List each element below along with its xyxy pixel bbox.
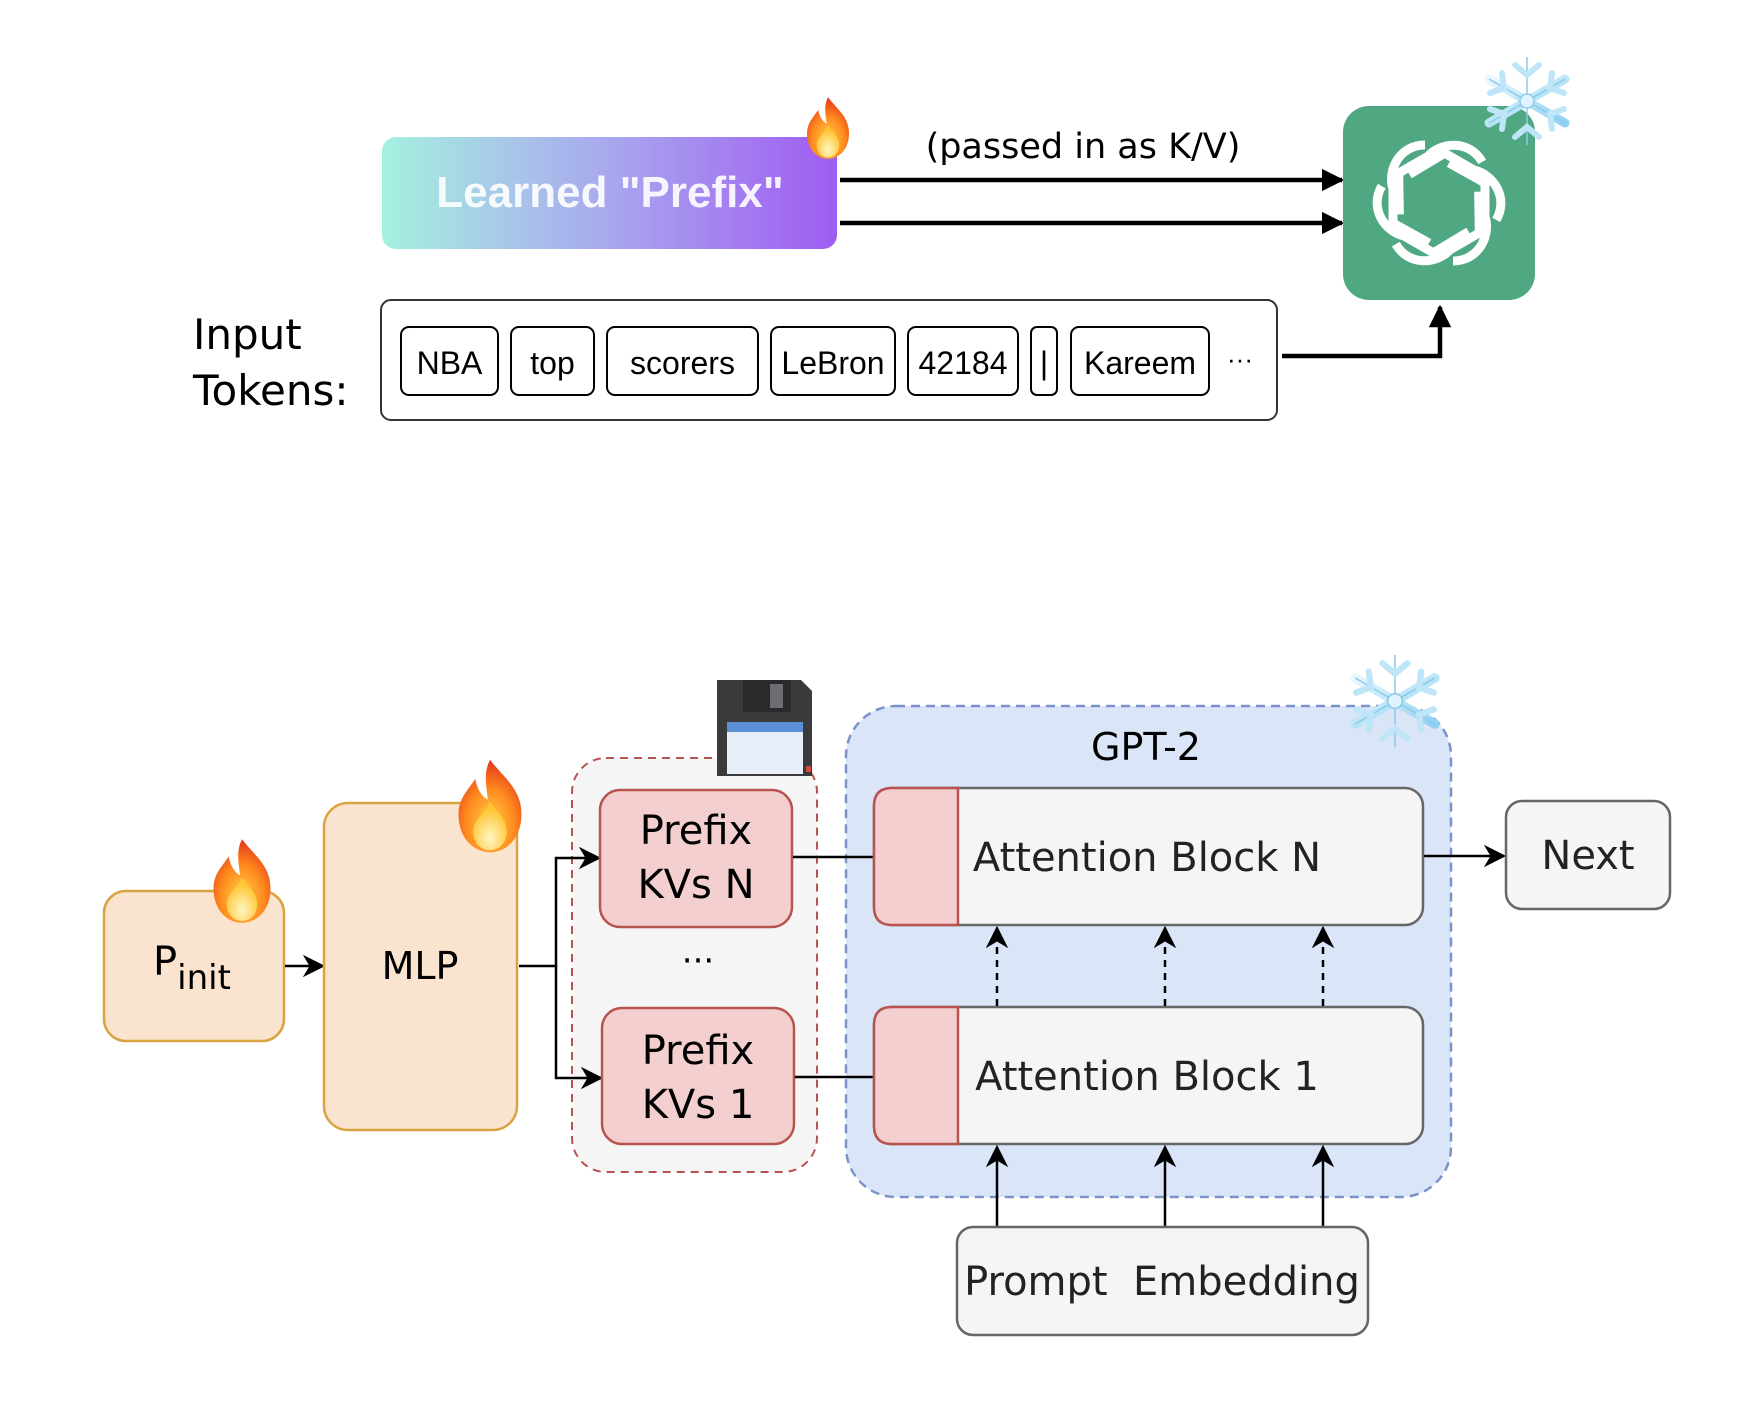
prefix-ellipsis: ··· xyxy=(682,941,714,981)
svg-text:LeBron: LeBron xyxy=(781,345,884,381)
attention-block-n-label: Attention Block N xyxy=(973,835,1321,881)
svg-text:scorers: scorers xyxy=(630,345,735,381)
token: Kareem xyxy=(1070,326,1210,396)
attention-block-n: Attention Block N xyxy=(872,786,1425,927)
svg-text:|: | xyxy=(1040,345,1048,381)
attention-block-1-label: Attention Block 1 xyxy=(975,1054,1319,1100)
input-tokens-label-line1: Input xyxy=(193,310,302,359)
fire-icon xyxy=(213,839,271,923)
fire-icon xyxy=(458,759,522,853)
prefix-kvs-n-line2: KVs N xyxy=(637,862,754,908)
svg-text:NBA: NBA xyxy=(417,345,483,381)
attention-block-1: Attention Block 1 xyxy=(872,1005,1425,1146)
prompt-embedding-label: Prompt Embedding xyxy=(964,1259,1360,1305)
prefix-kvs-n-line1: Prefix xyxy=(640,808,752,854)
prompt-embedding-box: Prompt Embedding xyxy=(955,1225,1370,1337)
token: | xyxy=(1030,326,1058,396)
prefix-kvs-1-line1: Prefix xyxy=(642,1028,754,1074)
kv-note: (passed in as K/V) xyxy=(926,127,1241,167)
next-label: Next xyxy=(1541,833,1634,879)
tokens-arrow xyxy=(1282,304,1452,359)
learned-prefix-box: Learned "Prefix" xyxy=(382,137,837,249)
mlp-label: MLP xyxy=(382,944,459,988)
prefix-kvs-1-line2: KVs 1 xyxy=(642,1082,755,1128)
token-list: NBA top scorers LeBron 42184 | Kareem ··… xyxy=(400,326,1253,396)
token: top xyxy=(510,326,595,396)
mlp-box: MLP xyxy=(322,801,519,1132)
fire-icon xyxy=(807,97,849,159)
input-tokens-label-line2: Tokens: xyxy=(192,366,349,415)
token: scorers xyxy=(606,326,759,396)
mlp-to-prefix-n-arrow xyxy=(519,846,602,968)
floppy-disk-icon xyxy=(717,680,812,776)
token: 42184 xyxy=(907,326,1019,396)
gpt2-title: GPT-2 xyxy=(1091,725,1201,769)
svg-text:top: top xyxy=(530,345,574,381)
svg-text:42184: 42184 xyxy=(919,345,1008,381)
learned-prefix-label: Learned "Prefix" xyxy=(436,168,783,217)
next-box: Next xyxy=(1504,799,1672,911)
svg-text:Pinit: Pinit xyxy=(153,939,231,998)
p-init-box: Pinit xyxy=(102,889,286,1043)
p-init-sub: init xyxy=(177,958,231,998)
prefix-kvs-n-box: Prefix KVs N xyxy=(598,788,794,929)
token: NBA xyxy=(400,326,499,396)
tokens-ellipsis: ··· xyxy=(1227,344,1253,374)
token: LeBron xyxy=(770,326,896,396)
p-init-main: P xyxy=(153,939,177,985)
mlp-to-prefix-1-arrow xyxy=(554,966,604,1090)
prefix-kvs-1-box: Prefix KVs 1 xyxy=(600,1006,796,1146)
openai-logo-box xyxy=(1343,106,1535,300)
openai-logo-icon xyxy=(1365,133,1513,273)
svg-text:Kareem: Kareem xyxy=(1084,345,1196,381)
